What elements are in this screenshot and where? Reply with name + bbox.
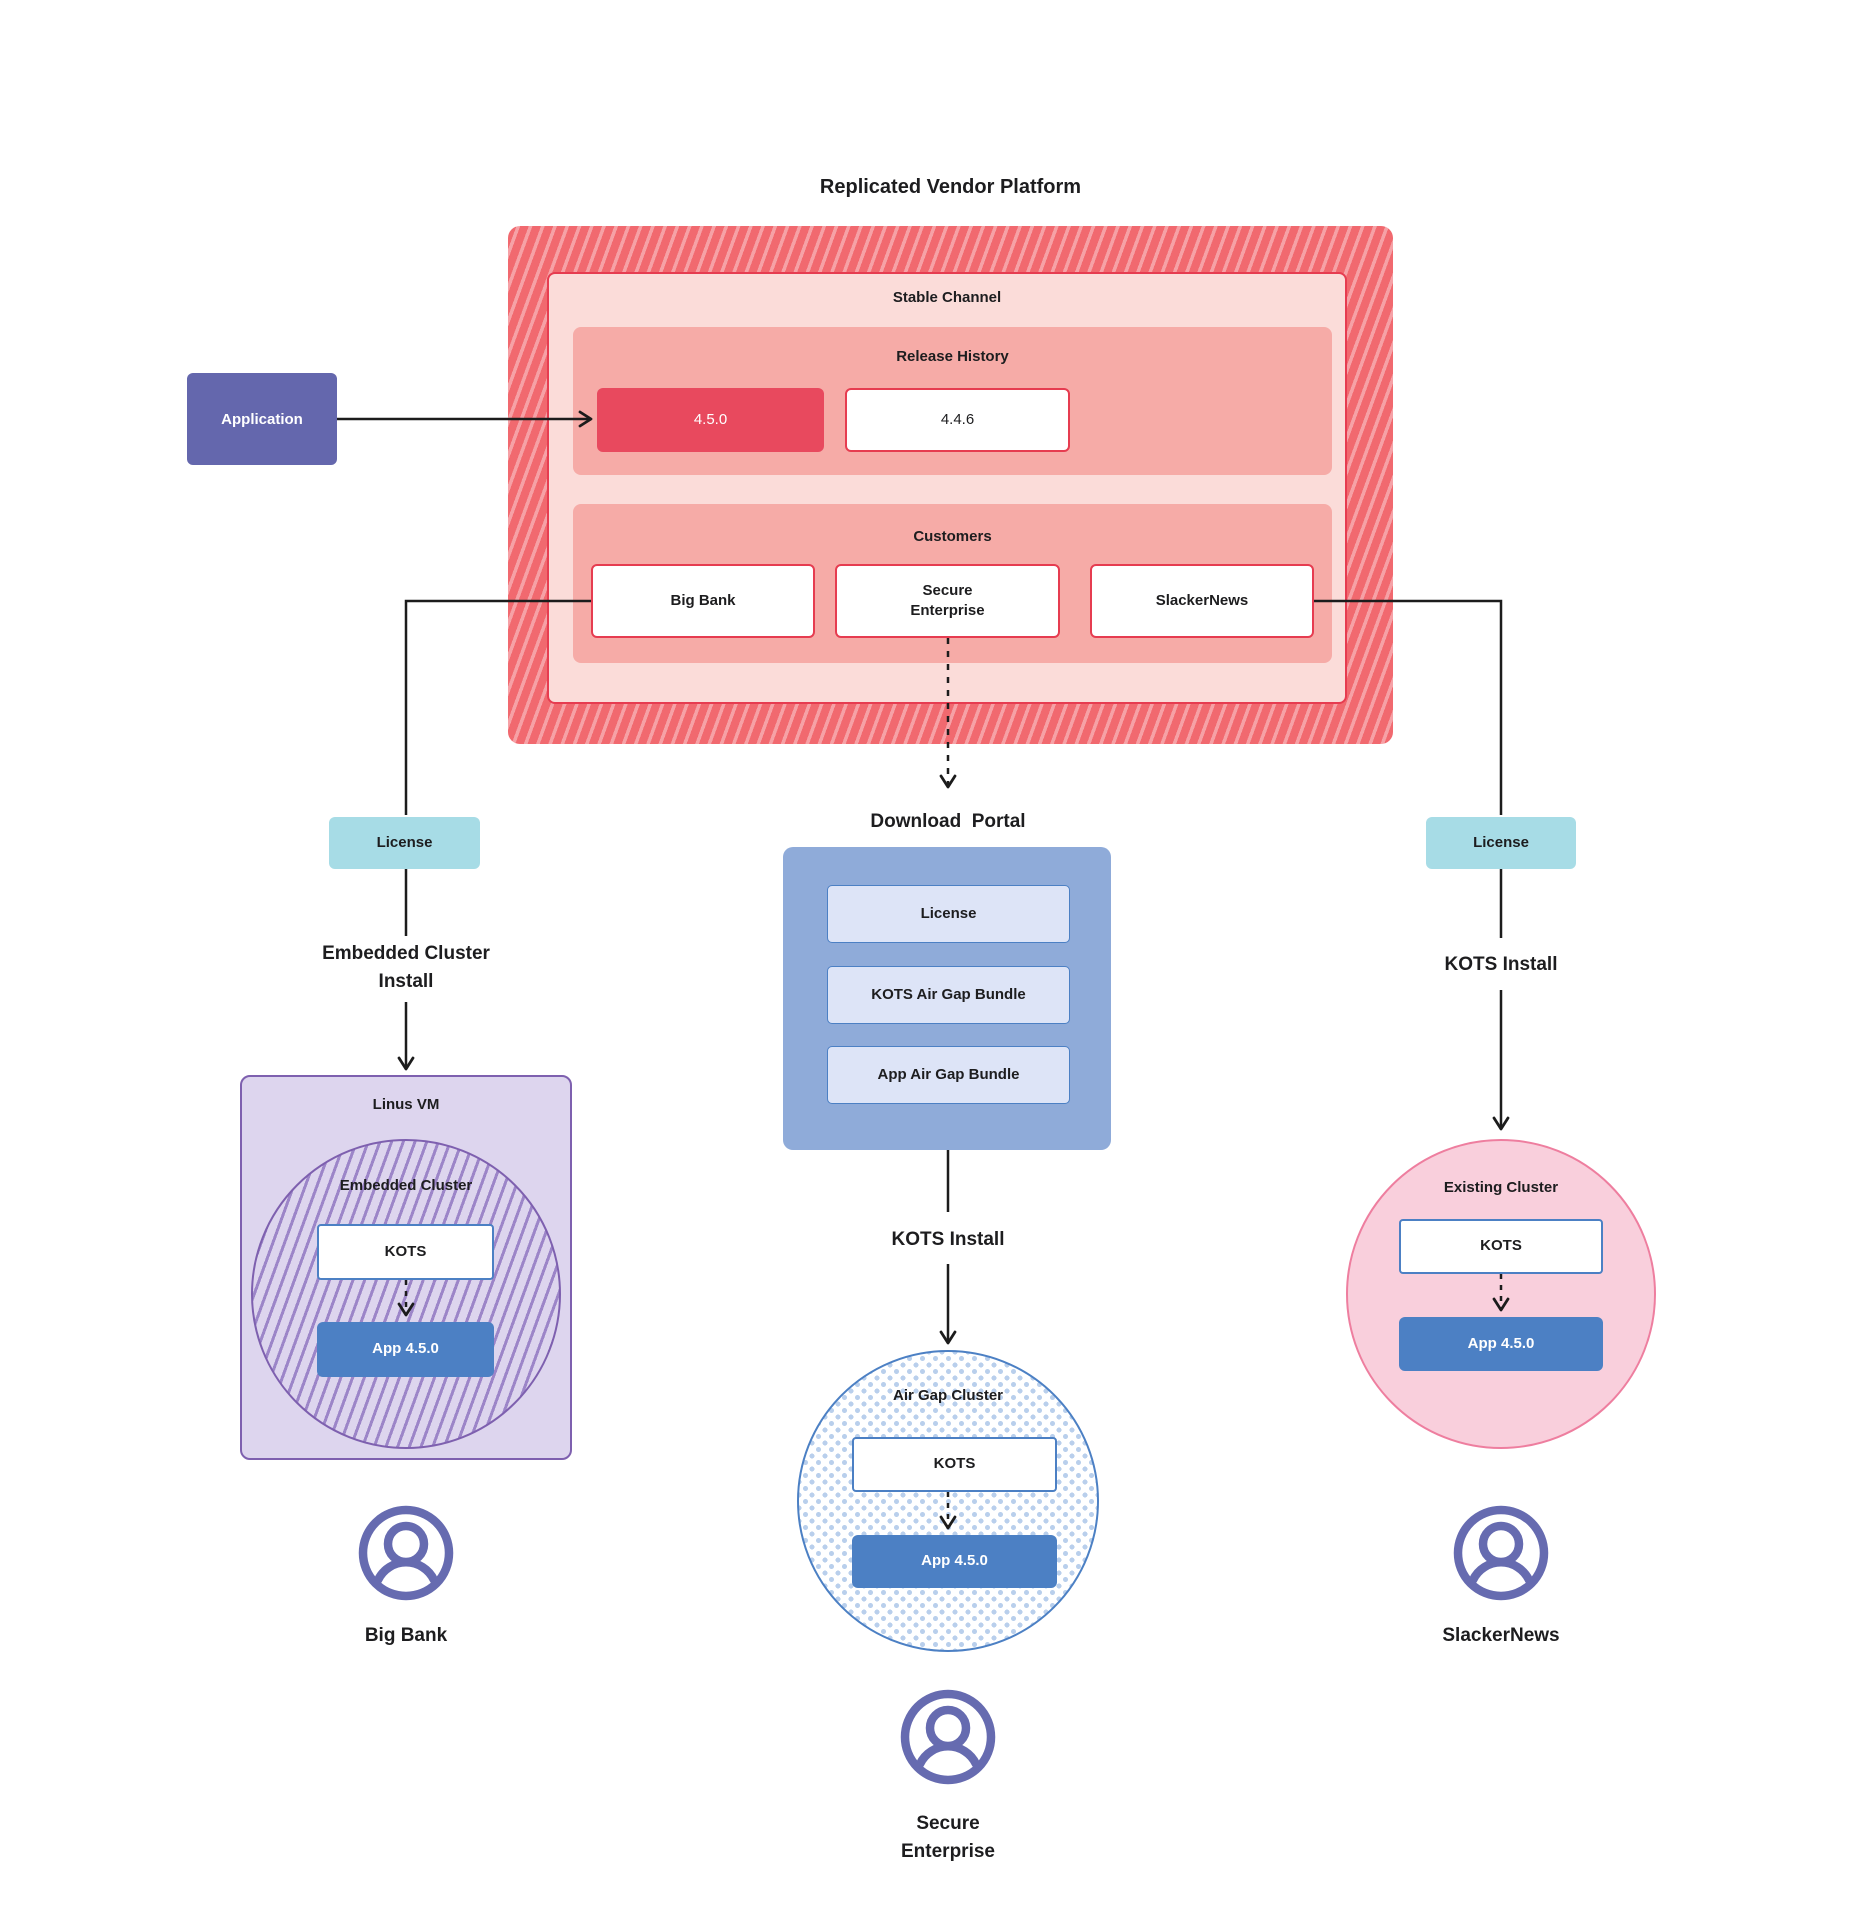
customer-box-big-bank: Big Bank [591, 564, 815, 638]
license-box-right: License [1426, 817, 1576, 869]
bundle-box-app-airgap: App Air Gap Bundle [827, 1046, 1070, 1104]
release-box-current: 4.5.0 [597, 388, 824, 452]
diagram-title: Replicated Vendor Platform [819, 176, 1082, 198]
air-gap-cluster-label: Air Gap Cluster [892, 1387, 1004, 1404]
user-icon-secure-enterprise [900, 1689, 996, 1785]
bundle-box-license: License [827, 885, 1070, 943]
customer-box-slackernews: SlackerNews [1090, 564, 1314, 638]
stable-channel-label: Stable Channel [892, 289, 1002, 306]
user-label-big-bank: Big Bank [364, 1625, 448, 1646]
user-icon-slackernews [1453, 1505, 1549, 1601]
existing-cluster-label: Existing Cluster [1443, 1179, 1559, 1196]
bundle-box-kots-airgap: KOTS Air Gap Bundle [827, 966, 1070, 1024]
user-label-slackernews: SlackerNews [1442, 1625, 1560, 1646]
application-box: Application [187, 373, 337, 465]
user-icon-big-bank [358, 1505, 454, 1601]
customers-label: Customers [913, 528, 992, 545]
app-box-left: App 4.5.0 [317, 1322, 494, 1377]
app-box-middle: App 4.5.0 [852, 1535, 1057, 1588]
release-box-previous: 4.4.6 [845, 388, 1070, 452]
kots-box-middle: KOTS [852, 1437, 1057, 1492]
embedded-cluster-label: Embedded Cluster [339, 1177, 473, 1194]
kots-box-right: KOTS [1399, 1219, 1603, 1274]
customer-box-secure-enterprise: Secure Enterprise [835, 564, 1060, 638]
download-portal-label: Download Portal [870, 811, 1026, 832]
kots-box-left: KOTS [317, 1224, 494, 1280]
linus-vm-label: Linus VM [372, 1096, 440, 1113]
user-label-secure-enterprise: Secure Enterprise [901, 1813, 995, 1862]
release-history-label: Release History [896, 348, 1009, 365]
app-box-right: App 4.5.0 [1399, 1317, 1603, 1371]
license-box-left: License [329, 817, 480, 869]
kots-install-label-right: KOTS Install [1444, 954, 1558, 975]
kots-install-label-middle: KOTS Install [891, 1229, 1005, 1250]
embedded-cluster-install-label: Embedded Cluster Install [322, 943, 490, 992]
